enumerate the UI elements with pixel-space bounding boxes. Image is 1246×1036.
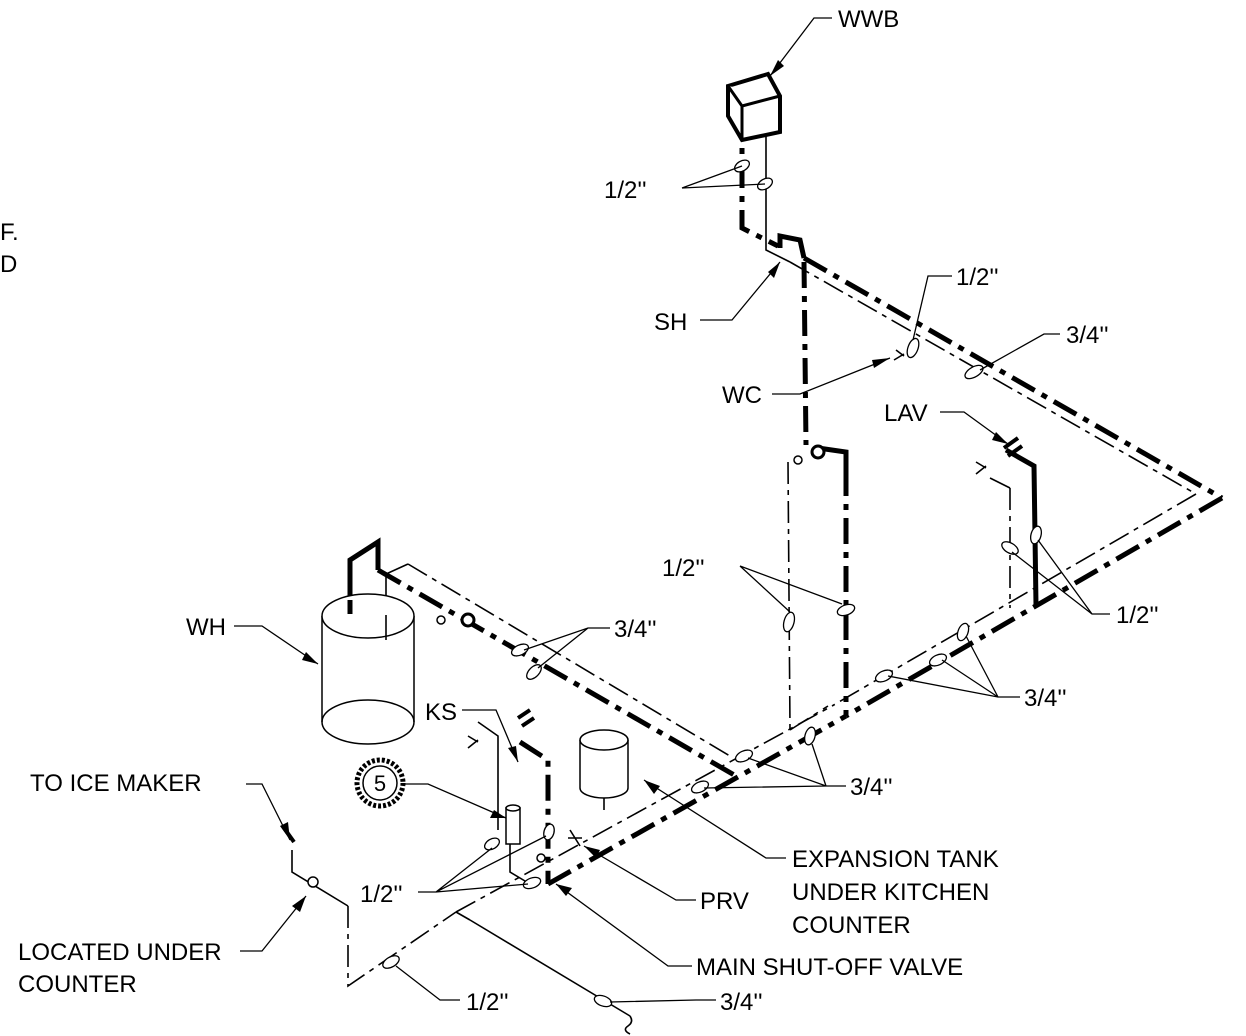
edge-fragment-2: D (0, 251, 17, 278)
size-riser-branch: 1/2'' (662, 555, 705, 582)
size-lav-branch: 1/2'' (1116, 602, 1159, 629)
size-center-main: 3/4'' (850, 774, 893, 801)
label-ks: KS (425, 699, 457, 726)
label-expansion-tank-1: EXPANSION TANK (792, 846, 999, 873)
size-wwb-branch: 1/2'' (604, 177, 647, 204)
label-located-under-2: COUNTER (18, 971, 137, 998)
label-expansion-tank-2: UNDER KITCHEN (792, 879, 989, 906)
label-wh: WH (186, 614, 226, 641)
pipe-size-labels: 1/2'' 1/2'' 3/4'' 1/2'' 1/2'' 3/4'' 3/4'… (360, 177, 1159, 1016)
label-to-ice-maker: TO ICE MAKER (30, 770, 202, 797)
label-wwb: WWB (838, 6, 899, 33)
detail-bubble: 5 (354, 757, 406, 809)
label-prv: PRV (700, 888, 749, 915)
label-expansion-tank-3: COUNTER (792, 912, 911, 939)
size-ice-maker-branch: 1/2'' (466, 989, 509, 1016)
size-wc-branch: 1/2'' (956, 264, 999, 291)
size-service-main: 3/4'' (720, 989, 763, 1016)
label-sh: SH (654, 309, 687, 336)
service-break-symbol (624, 1015, 633, 1035)
hot-water-piping (347, 114, 1224, 887)
label-main-shutoff: MAIN SHUT-OFF VALVE (696, 954, 963, 981)
water-heater (321, 593, 415, 745)
label-wc: WC (722, 382, 762, 409)
label-lav: LAV (884, 400, 928, 427)
detail-number: 5 (374, 771, 386, 796)
wall-washer-box (726, 71, 782, 143)
size-upper-main: 3/4'' (1066, 322, 1109, 349)
vacuum-breaker (505, 804, 521, 845)
size-wh-main: 3/4'' (614, 616, 657, 643)
label-located-under-1: LOCATED UNDER (18, 939, 222, 966)
valve-fittings (282, 349, 1024, 888)
equipment-labels: WWB SH WC LAV WH KS TO ICE MAKER LOCATED… (0, 6, 999, 998)
leader-lines (234, 17, 1110, 1003)
size-right-main: 3/4'' (1024, 685, 1067, 712)
size-ks-branch: 1/2'' (360, 881, 403, 908)
expansion-tank (579, 729, 629, 810)
edge-fragment-1: F. (0, 219, 19, 246)
